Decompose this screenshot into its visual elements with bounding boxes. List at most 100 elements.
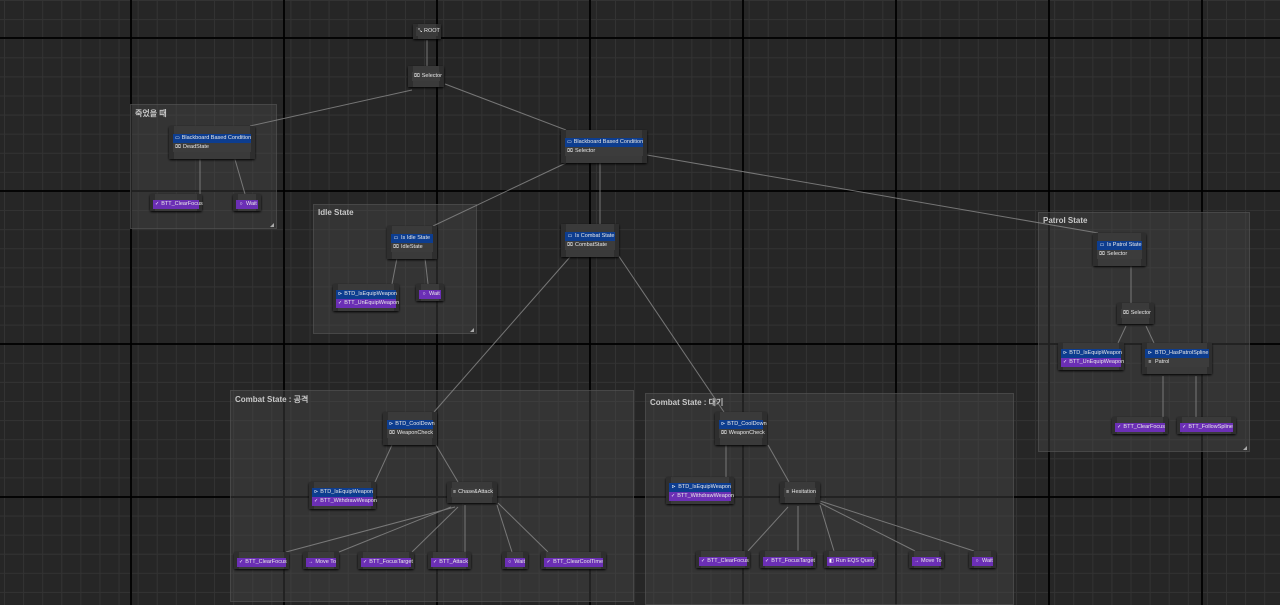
task-node[interactable]: ✓BTT_ClearFocus [150, 194, 203, 211]
comment-title: Combat State : 공격 [235, 395, 309, 404]
edge [819, 502, 916, 552]
decorator-label: BTD_IsEquipWeapon [320, 489, 373, 495]
edge [424, 257, 429, 285]
task-icon: ✓ [546, 559, 551, 565]
selector-label: Selector [1130, 310, 1151, 316]
wait-icon: ○ [508, 559, 512, 565]
task-node[interactable]: ✓BTT_ClearCoolTime [541, 552, 606, 569]
selector-node[interactable]: ⌧Selector [408, 66, 444, 87]
decorator-icon: ⊳ [389, 421, 394, 427]
edge [617, 254, 725, 413]
task-label: Wait [246, 201, 257, 207]
composite-label: DeadState [183, 144, 209, 150]
task-node[interactable]: →Move To [909, 551, 944, 568]
blackboard-icon: ▭ [393, 235, 399, 241]
unequip-node[interactable]: ⊳BTD_IsEquipWeapon✓BTT_UnEquipWeapon [333, 284, 399, 311]
unequip-node[interactable]: ⊳BTD_IsEquipWeapon✓BTT_UnEquipWeapon [1058, 343, 1124, 370]
sequence-label: Hesitation [791, 489, 816, 495]
eqs-node[interactable]: ◧Run EQS Query [824, 551, 877, 568]
selector-icon: ⌧ [1123, 310, 1129, 316]
task-label: BTT_ClearFocus [1123, 424, 1165, 430]
task-label: BTT_WithdrawWeapon [677, 493, 734, 499]
composite-label: CombatState [575, 242, 608, 248]
composite-label: WeaponCheck [728, 430, 765, 436]
selector-icon: ⌧ [393, 244, 399, 250]
task-node[interactable]: ✓BTT_ClearFocus [696, 551, 750, 568]
wait-icon: ○ [239, 201, 243, 207]
task-label: BTT_UnEquipWeapon [344, 300, 400, 306]
task-icon: ✓ [765, 558, 770, 564]
task-icon: ✓ [155, 201, 160, 207]
task-node[interactable]: ✓BTT_Attack [428, 552, 471, 569]
task-node[interactable]: ✓BTT_FocusTarget [760, 551, 816, 568]
decorator-label: BTD_IsEquipWeapon [1069, 350, 1122, 356]
withdraw-node[interactable]: ⊳BTD_IsEquipWeapon✓BTT_WithdrawWeapon [666, 477, 734, 504]
resize-handle[interactable] [470, 328, 474, 332]
edge [285, 506, 456, 553]
task-label: BTT_ClearFocus [161, 201, 203, 207]
task-node[interactable]: ✓BTT_ClearFocus [1112, 417, 1168, 434]
decorator-icon: ⊳ [671, 484, 676, 490]
task-node[interactable]: ✓BTT_FocusTarget [358, 552, 414, 569]
idle-state-node[interactable]: ▭Is Idle State⌧IdleState [387, 226, 437, 259]
task-icon: ✓ [1182, 424, 1187, 430]
decorator-label: BTD_CoolDown [395, 421, 435, 427]
patrol-spline-node[interactable]: ⊳BTD_HasPatrolSpline≡Patrol [1142, 343, 1212, 374]
task-node[interactable]: →Move To [303, 552, 339, 569]
decorator-label: Is Patrol State [1107, 242, 1142, 248]
comment-title: Idle State [318, 208, 354, 217]
cooldown-node[interactable]: ⊳BTD_CoolDown⌧WeaponCheck [383, 412, 437, 445]
composite-label: IdleState [401, 244, 423, 250]
comment-title: 죽었을 때 [135, 109, 167, 118]
composite-label: Selector [575, 148, 596, 154]
edge [497, 502, 549, 553]
decorator-label: Is Idle State [401, 235, 431, 241]
selector-icon: ⌧ [721, 430, 727, 436]
task-node[interactable]: ✓BTT_FollowSpline [1177, 417, 1236, 434]
task-label: Move To [921, 558, 942, 564]
task-label: Run EQS Query [835, 558, 876, 564]
blackboard-icon: ▭ [567, 233, 573, 239]
main-condition-node[interactable]: ▭Blackboard Based Condition⌧Selector [561, 130, 647, 163]
withdraw-node[interactable]: ⊳BTD_IsEquipWeapon✓BTT_WithdrawWeapon [309, 482, 377, 509]
wait-node[interactable]: ○Wait [416, 284, 444, 301]
wait-node[interactable]: ○Wait [233, 194, 261, 211]
decorator-label: BTD_HasPatrolSpline [1155, 350, 1209, 356]
task-icon: ✓ [671, 493, 676, 499]
combat-state-node[interactable]: ▭Is Combat State⌧CombatState [561, 224, 619, 257]
decorator-label: Blackboard Based Condition [573, 139, 644, 145]
blackboard-icon: ▭ [567, 139, 572, 145]
patrol-selector-node[interactable]: ⌧Selector [1117, 303, 1154, 324]
wait-icon: ○ [975, 558, 979, 564]
task-label: BTT_UnEquipWeapon [1069, 359, 1125, 365]
selector-icon: ⌧ [567, 148, 573, 154]
blackboard-icon: ▭ [1099, 242, 1105, 248]
resize-handle[interactable] [1243, 446, 1247, 450]
dead-condition-node[interactable]: ▭Blackboard Based Condition⌧DeadState [169, 126, 255, 159]
selector-icon: ⌧ [567, 242, 573, 248]
root-node[interactable]: ⤡ROOT [413, 24, 441, 39]
resize-handle[interactable] [270, 223, 274, 227]
composite-label: Selector [1107, 251, 1128, 257]
selector-icon: ⌧ [389, 430, 395, 436]
selector-label: Selector [421, 73, 442, 79]
task-node[interactable]: ✓BTT_ClearFocus [234, 552, 289, 569]
sequence-node[interactable]: ≡Chase&Attack [447, 482, 497, 503]
patrol-state-node[interactable]: ▭Is Patrol State⌧Selector [1093, 233, 1146, 266]
task-icon: ✓ [314, 498, 319, 504]
task-label: Move To [315, 559, 336, 565]
selector-icon: ⌧ [1099, 251, 1105, 257]
wait-icon: ○ [422, 291, 426, 297]
edge [1145, 325, 1155, 344]
task-label: Wait [514, 559, 525, 565]
wait-node[interactable]: ○Wait [969, 551, 996, 568]
sequence-node[interactable]: ≡Hesitation [780, 482, 820, 503]
decorator-icon: ⊳ [1063, 350, 1068, 356]
root-label: ROOT [424, 28, 440, 34]
decorator-label: BTD_IsEquipWeapon [344, 291, 397, 297]
task-icon: ✓ [363, 559, 368, 565]
cooldown-node[interactable]: ⊳BTD_CoolDown⌧WeaponCheck [715, 412, 767, 445]
wait-node[interactable]: ○Wait [502, 552, 528, 569]
composite-label: WeaponCheck [397, 430, 433, 436]
edge [747, 506, 789, 552]
